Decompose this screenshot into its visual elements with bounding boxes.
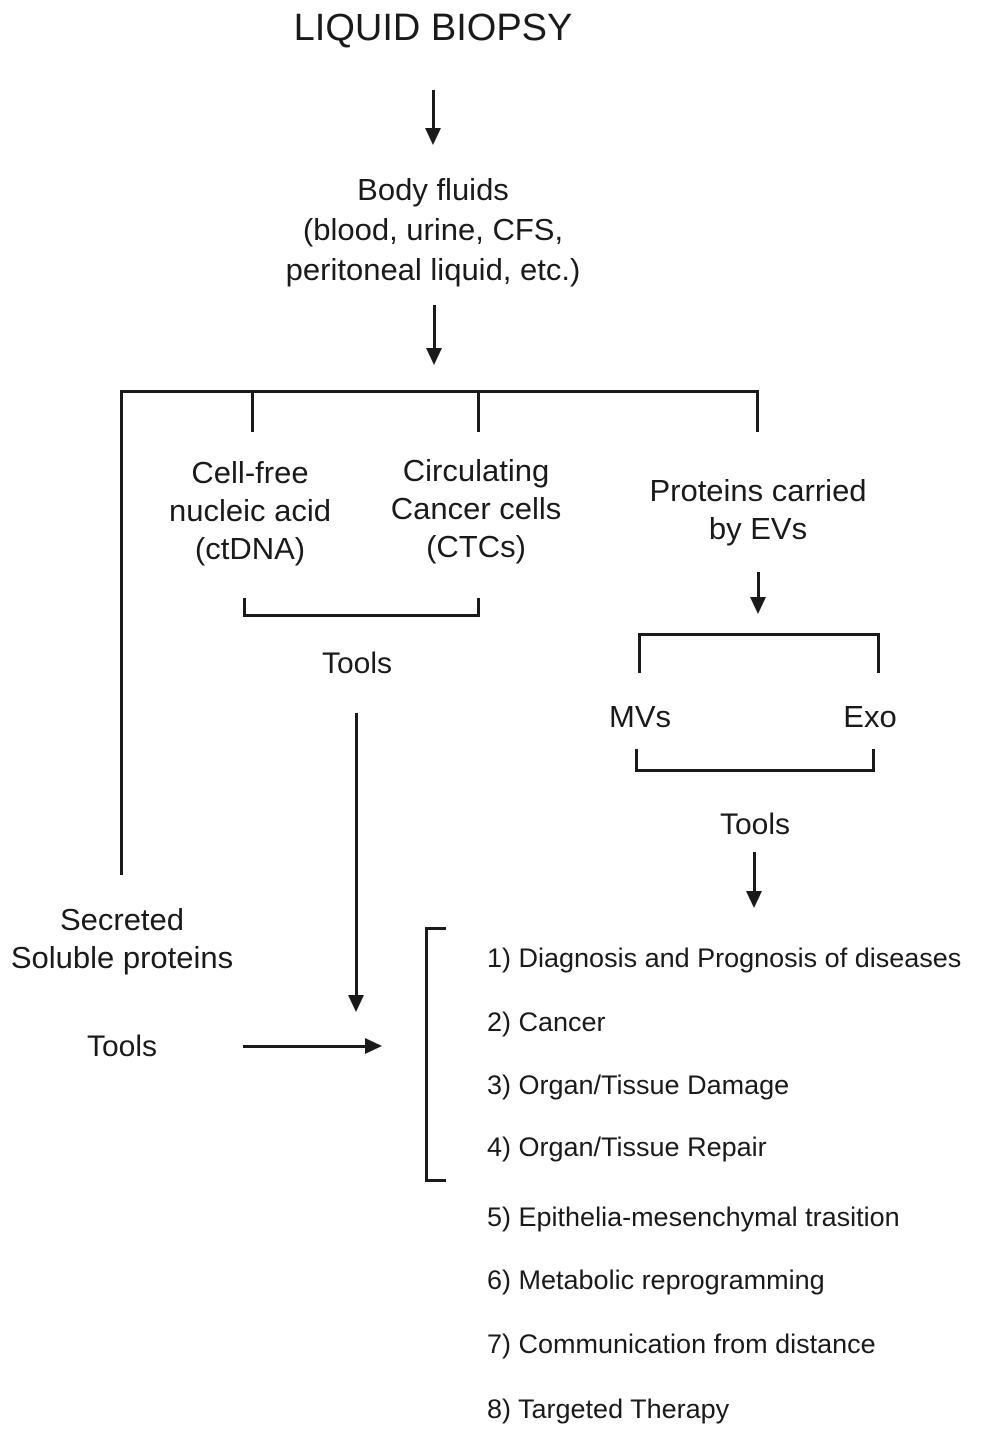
tools-label-secreted: Tools <box>86 1030 158 1063</box>
tools-label-nucleic-ctc: Tools <box>321 647 393 680</box>
node-cellfree-nucleic-acid: Cell-free nucleic acid (ctDNA) <box>130 454 370 568</box>
branch-drop-proteins <box>756 390 759 432</box>
arrow-down-icon <box>746 891 762 908</box>
outcome-item: 3) Organ/Tissue Damage <box>487 1070 790 1100</box>
ev-line2: by EVs <box>708 511 808 546</box>
bracket-outcomes <box>425 927 446 1182</box>
outcome-item: 6) Metabolic reprogramming <box>487 1265 825 1295</box>
arrow-down-icon <box>425 128 441 145</box>
branch-drop-circulating <box>477 390 480 432</box>
body-fluids-line1: Body fluids <box>357 172 509 207</box>
node-secreted-soluble-proteins: Secreted Soluble proteins <box>2 901 242 977</box>
outcome-item: 5) Epithelia-mesenchymal trasition <box>487 1202 900 1232</box>
arrow-down-icon <box>426 348 442 365</box>
branch-horizontal-line <box>120 390 759 393</box>
arrow-line <box>355 713 358 996</box>
secreted-line1: Secreted <box>59 902 185 937</box>
bracket-ctdna-ctc <box>243 598 480 617</box>
ctc-line3: (CTCs) <box>426 529 526 564</box>
secreted-line2: Soluble proteins <box>10 940 234 975</box>
ctc-line1: Circulating <box>402 453 550 488</box>
node-body-fluids: Body fluids (blood, urine, CFS, peritone… <box>233 170 633 290</box>
arrow-line <box>753 852 756 892</box>
ev-line1: Proteins carried <box>649 473 867 508</box>
arrow-line <box>433 305 436 350</box>
body-fluids-line3: peritoneal liquid, etc.) <box>285 252 581 287</box>
cellfree-line2: nucleic acid <box>169 493 331 528</box>
cellfree-line1: Cell-free <box>191 455 309 490</box>
body-fluids-line2: (blood, urine, CFS, <box>302 212 564 247</box>
ctc-line2: Cancer cells <box>390 491 562 526</box>
bracket-mvs-exo <box>635 749 875 772</box>
node-exo: Exo <box>843 699 897 734</box>
node-circulating-cancer-cells: Circulating Cancer cells (CTCs) <box>356 452 596 566</box>
outcome-item: 8) Targeted Therapy <box>487 1394 730 1424</box>
arrow-right-icon <box>365 1038 382 1054</box>
outcome-item: 2) Cancer <box>487 1007 606 1037</box>
node-mvs: MVs <box>609 699 671 734</box>
diagram-title: LIQUID BIOPSY <box>293 7 573 49</box>
arrow-line <box>432 90 435 130</box>
outcome-item: 1) Diagnosis and Prognosis of diseases <box>487 943 962 973</box>
tools-label-ev: Tools <box>719 808 791 841</box>
arrow-down-icon <box>348 995 364 1012</box>
branch-drop-cellfree <box>251 390 254 432</box>
branch-drop-secreted <box>120 390 123 875</box>
arrow-down-icon <box>750 597 766 614</box>
arrow-line <box>243 1045 367 1048</box>
arrow-line <box>757 572 760 599</box>
node-proteins-evs: Proteins carried by EVs <box>628 472 888 548</box>
bracket-ev-split <box>638 633 880 673</box>
outcome-item: 7) Communication from distance <box>487 1329 876 1359</box>
cellfree-line3: (ctDNA) <box>194 531 306 566</box>
outcome-item: 4) Organ/Tissue Repair <box>487 1132 767 1162</box>
